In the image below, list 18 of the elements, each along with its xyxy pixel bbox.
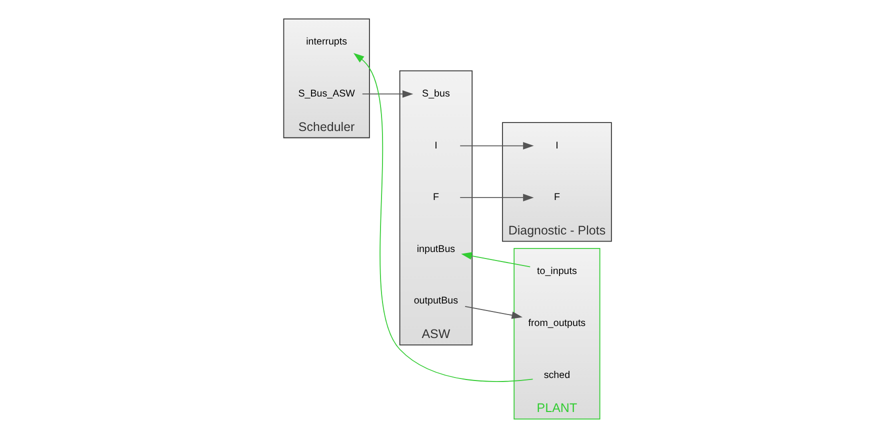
node-text: I — [556, 140, 558, 152]
node-text: to_inputs — [537, 266, 577, 278]
node-text: F — [432, 192, 439, 204]
arrow — [461, 252, 531, 268]
arrow — [464, 306, 523, 319]
node-text: S_bus — [422, 88, 450, 100]
arrow — [362, 90, 414, 98]
node-text: outputBus — [414, 296, 458, 307]
node-text: from_outputs — [528, 318, 586, 329]
node-text: inputBus — [416, 244, 456, 255]
node-text: S_Bus_ASW — [298, 88, 355, 100]
node-text: I — [434, 140, 438, 152]
node-text: sched — [544, 370, 570, 381]
arrow — [460, 194, 534, 202]
arrow — [460, 142, 534, 150]
arrow — [353, 53, 534, 382]
node-text: interrupts — [306, 36, 348, 48]
node-text: F — [554, 192, 560, 204]
